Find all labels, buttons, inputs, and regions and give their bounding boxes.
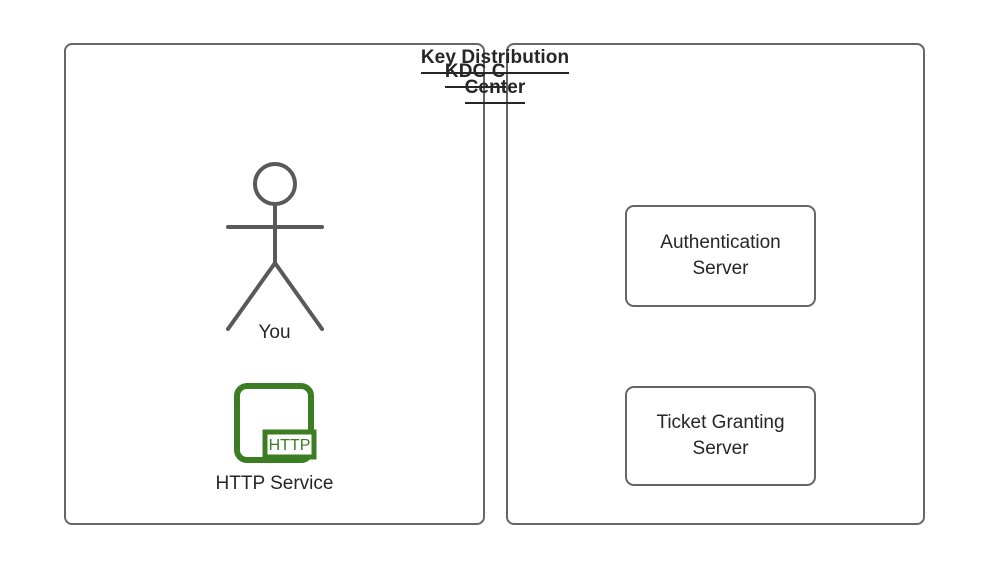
stick-figure-head	[253, 162, 297, 206]
authentication-server-label-line-1: Authentication	[660, 232, 781, 253]
http-service-icon: HTTP	[234, 383, 317, 463]
stick-figure-icon	[210, 155, 340, 340]
stick-figure-left-leg	[226, 261, 277, 331]
http-badge-box	[262, 429, 317, 460]
http-service-label: HTTP Service	[215, 473, 334, 494]
authentication-server-box: Authentication Server	[625, 205, 816, 307]
you-label: You	[258, 322, 291, 343]
authentication-server-label-line-2: Server	[692, 258, 749, 279]
panel-kdc-title-line-2: Center	[464, 74, 526, 104]
http-badge-text: HTTP	[269, 437, 311, 454]
panel-key-distribution-center-title: Key Distribution Center	[0, 44, 990, 104]
ticket-granting-server-label-line-1: Ticket Granting	[656, 412, 785, 433]
http-service-svg: HTTP	[234, 383, 317, 463]
stick-figure-svg	[226, 162, 324, 331]
ticket-granting-server-box: Ticket Granting Server	[625, 386, 816, 486]
panel-kdc-title-line-1: Key Distribution	[420, 44, 570, 74]
http-service-outer-square	[234, 383, 314, 463]
stick-figure-right-leg	[273, 261, 324, 331]
ticket-granting-server-label-line-2: Server	[692, 438, 749, 459]
